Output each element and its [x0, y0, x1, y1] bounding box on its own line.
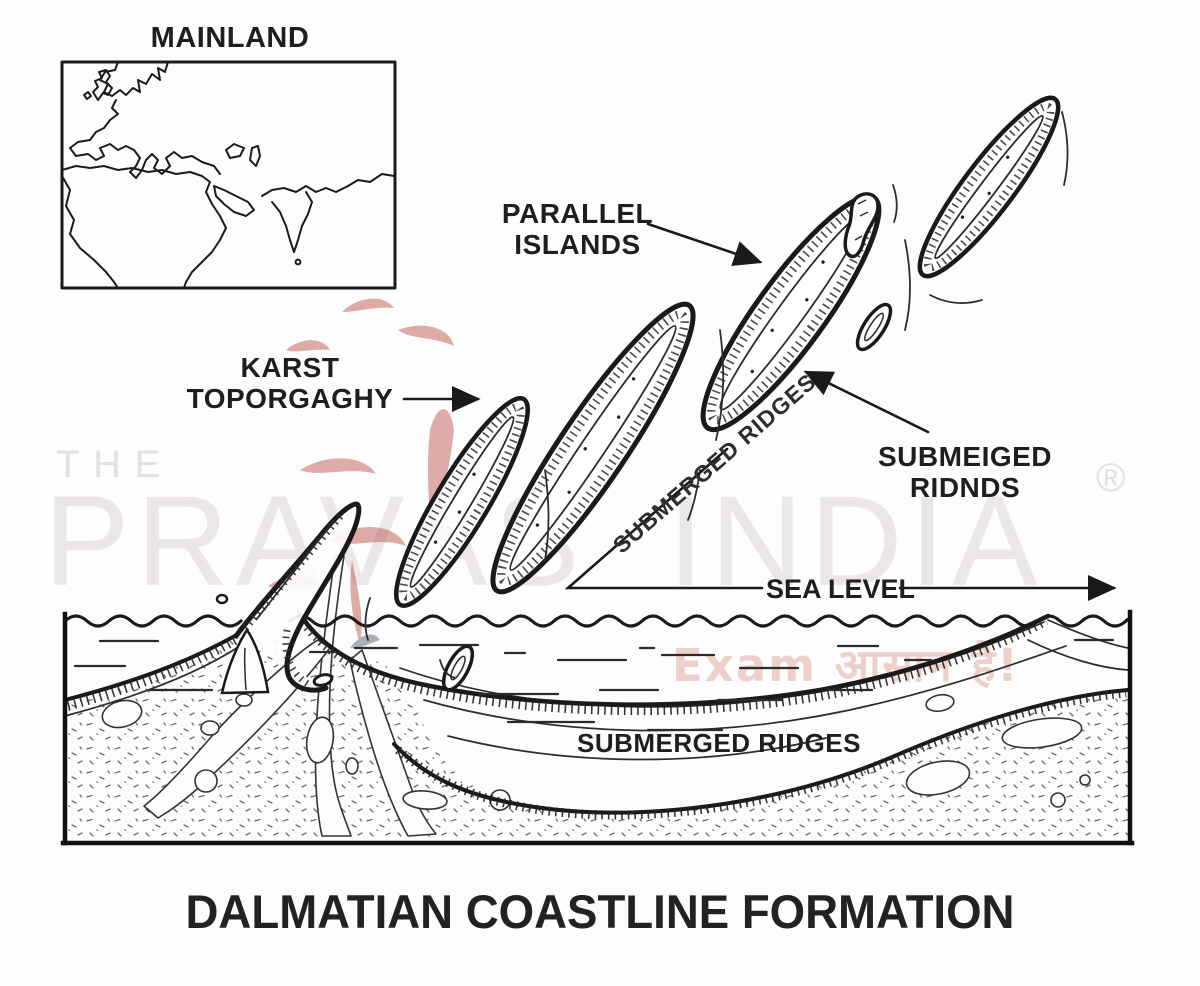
map-sri-lanka — [294, 258, 302, 266]
sea-surface-wave — [63, 614, 1132, 628]
accent-strokes — [364, 111, 1069, 679]
islet-small — [855, 302, 893, 352]
cross-section — [60, 555, 1135, 846]
submerged-ridges-callout-label: SUBMEIGED RIDNDS — [845, 441, 1085, 504]
registered-mark-icon: ® — [1096, 456, 1126, 500]
parallel-islands-label: PARALLEL ISLANDS — [470, 198, 685, 261]
beach-pebble — [312, 673, 334, 687]
lower-ridge-line — [392, 688, 1130, 815]
map-arabia — [213, 185, 255, 217]
left-seabed-line — [63, 627, 249, 702]
parallel-islands-line2: ISLANDS — [514, 229, 641, 261]
sea-level-leader — [564, 447, 764, 590]
karst-line2: TOPORGAGHY — [186, 383, 394, 415]
sea-islet-oval — [441, 644, 475, 692]
map-south-asia-coast — [261, 173, 395, 197]
annotation-arrows — [402, 222, 1117, 601]
ridge-lines — [63, 611, 1130, 815]
submerged-coast-line — [297, 611, 1051, 707]
watermark-prefix: THE — [56, 444, 174, 486]
map-inset — [60, 60, 397, 290]
sea-level-label: SEA LEVEL — [766, 574, 916, 604]
map-africa-north-east — [62, 165, 227, 288]
page-title: DALMATIAN COASTLINE FORMATION — [185, 885, 1015, 938]
submerged-ridges-seabed-label: SUBMERGED RIDGES — [577, 728, 861, 758]
parallel-islands-arrow — [646, 222, 763, 266]
parallel-islands-line1: PARALLEL — [501, 198, 654, 229]
map-caspian-sea — [249, 145, 261, 167]
island-1 — [394, 396, 530, 608]
water-dashes — [73, 638, 1115, 732]
submerged-callout-arrow — [803, 370, 930, 434]
parallel-islands-group — [364, 95, 1069, 692]
map-britain — [92, 69, 113, 101]
hatch-bands — [66, 617, 1127, 820]
callout-line2: RIDNDS — [909, 472, 1021, 504]
map-europe-med — [69, 99, 221, 179]
karst-cavities — [101, 693, 1091, 811]
mainland-label: MAINLAND — [150, 22, 310, 54]
map-africa-west — [62, 175, 119, 288]
island-4 — [917, 95, 1061, 279]
shore-rock — [215, 593, 229, 605]
island-2 — [490, 301, 696, 595]
karst-line1: KARST — [240, 352, 340, 383]
karst-topography-label: KARST TOPORGAGHY — [165, 352, 415, 415]
section-borders — [60, 609, 1135, 846]
map-black-sea — [225, 143, 245, 159]
callout-line1: SUBMEIGED — [877, 441, 1053, 472]
map-ireland — [83, 91, 92, 100]
mainland-peninsula — [215, 501, 362, 695]
islet-hook — [843, 192, 880, 259]
map-frame — [60, 60, 397, 290]
map-india-peninsula — [271, 191, 313, 253]
islet-hook-hatch — [854, 199, 869, 241]
